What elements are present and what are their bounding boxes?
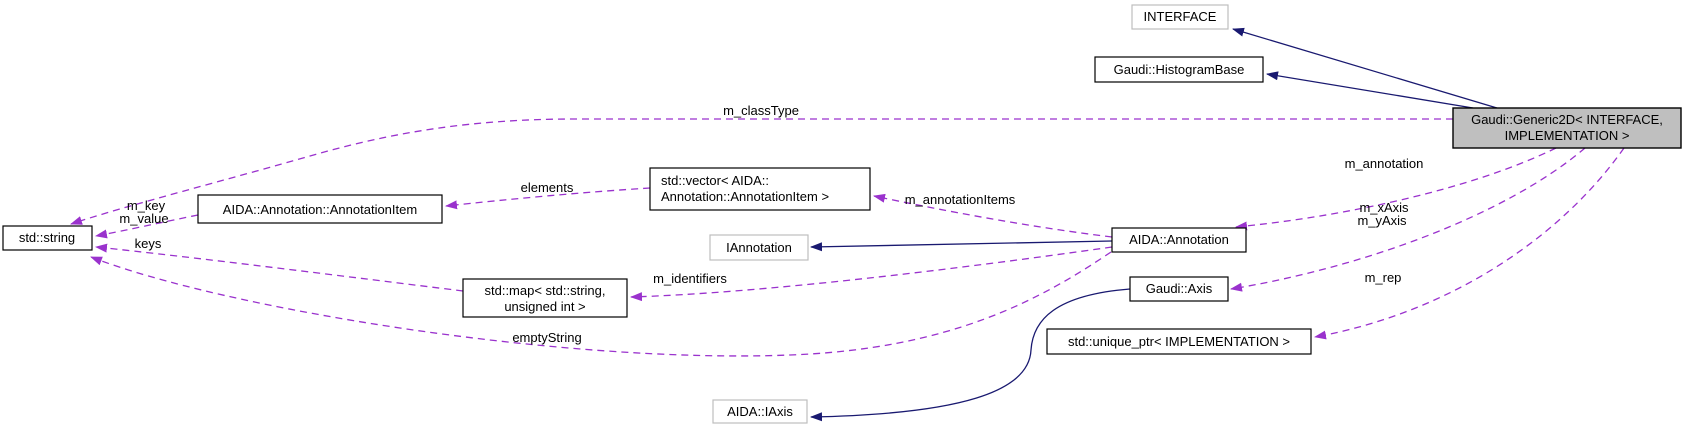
- std-vector-label-line1: std::vector< AIDA::: [661, 173, 769, 188]
- node-std-string[interactable]: std::string: [2, 225, 93, 251]
- iannotation-box[interactable]: [709, 234, 809, 261]
- gaudi-axis-label: Gaudi::Axis: [1146, 281, 1213, 296]
- node-interface[interactable]: INTERFACE: [1131, 4, 1229, 30]
- edge-usage-m-rep: [1314, 147, 1625, 340]
- unique-ptr-label: std::unique_ptr< IMPLEMENTATION >: [1068, 334, 1290, 349]
- annotation-item-label: AIDA::Annotation::AnnotationItem: [223, 202, 417, 217]
- generic2d-label-line2: IMPLEMENTATION >: [1505, 128, 1630, 143]
- aida-annotation-box[interactable]: [1111, 227, 1247, 253]
- edge-usage-m-annotation: [1235, 147, 1557, 231]
- std-map-label-line1: std::map< std::string,: [484, 283, 605, 298]
- edge-inherit-iannotation: [810, 240, 1113, 252]
- edge-inherit-aida-iaxis: [810, 288, 1131, 422]
- histogram-base-label: Gaudi::HistogramBase: [1114, 62, 1245, 77]
- node-std-map[interactable]: std::map< std::string, unsigned int >: [462, 278, 628, 318]
- edge-usage-m-key-value: [95, 214, 199, 239]
- annotation-item-box[interactable]: [197, 194, 443, 224]
- edge-usage-m-identifiers: [630, 246, 1113, 302]
- generic2d-label-line1: Gaudi::Generic2D< INTERFACE,: [1471, 112, 1663, 127]
- node-histogram-base[interactable]: Gaudi::HistogramBase: [1094, 56, 1264, 83]
- aida-annotation-label: AIDA::Annotation: [1129, 232, 1229, 247]
- aida-iaxis-label: AIDA::IAxis: [727, 404, 793, 419]
- node-iannotation[interactable]: IAnnotation: [709, 234, 809, 261]
- node-gaudi-axis[interactable]: Gaudi::Axis: [1129, 276, 1229, 302]
- edge-label-m-annotation: m_annotation: [1345, 156, 1424, 171]
- edge-label-m-classtype: m_classType: [723, 103, 799, 118]
- edge-inherit-interface: [1232, 27, 1498, 109]
- edge-usage-emptystring: [90, 251, 1112, 357]
- histogram-base-box[interactable]: [1094, 56, 1264, 83]
- generic2d-box[interactable]: [1452, 107, 1682, 149]
- edge-label-m-identifiers: m_identifiers: [653, 271, 727, 286]
- edge-label-keys: keys: [135, 236, 162, 251]
- edge-label-m-xaxis: m_xAxis: [1359, 200, 1409, 215]
- edge-usage-m-classtype: [70, 118, 1453, 225]
- gaudi-axis-box[interactable]: [1129, 276, 1229, 302]
- std-string-label: std::string: [19, 230, 75, 245]
- edge-label-emptystring: emptyString: [512, 330, 581, 345]
- node-generic2d[interactable]: Gaudi::Generic2D< INTERFACE, IMPLEMENTAT…: [1452, 107, 1682, 149]
- edge-label-m-key: m_key: [127, 198, 166, 213]
- std-string-box[interactable]: [2, 225, 93, 251]
- edge-label-m-rep: m_rep: [1365, 270, 1402, 285]
- edge-inherit-histogrambase: [1266, 71, 1474, 109]
- node-unique-ptr[interactable]: std::unique_ptr< IMPLEMENTATION >: [1046, 328, 1312, 355]
- iannotation-label: IAnnotation: [726, 240, 792, 255]
- std-vector-label-line2: Annotation::AnnotationItem >: [661, 189, 829, 204]
- node-annotation-item[interactable]: AIDA::Annotation::AnnotationItem: [197, 194, 443, 224]
- edge-label-m-value: m_value: [119, 211, 168, 226]
- edge-label-m-annotationitems: m_annotationItems: [905, 192, 1016, 207]
- unique-ptr-box[interactable]: [1046, 328, 1312, 355]
- aida-iaxis-box[interactable]: [712, 399, 808, 424]
- node-aida-annotation[interactable]: AIDA::Annotation: [1111, 227, 1247, 253]
- std-vector-box[interactable]: [649, 167, 871, 211]
- edge-usage-axes: [1230, 147, 1586, 292]
- std-map-box[interactable]: [462, 278, 628, 318]
- edge-usage-m-annotationitems: [873, 193, 1113, 238]
- node-std-vector[interactable]: std::vector< AIDA:: Annotation::Annotati…: [649, 167, 871, 211]
- std-map-label-line2: unsigned int >: [504, 299, 585, 314]
- edge-label-m-yaxis: m_yAxis: [1357, 213, 1407, 228]
- edge-label-elements: elements: [521, 180, 574, 195]
- edge-usage-keys: [95, 243, 464, 292]
- node-aida-iaxis[interactable]: AIDA::IAxis: [712, 399, 808, 424]
- interface-box[interactable]: [1131, 4, 1229, 30]
- edge-usage-elements: [445, 187, 651, 210]
- interface-label: INTERFACE: [1144, 9, 1217, 24]
